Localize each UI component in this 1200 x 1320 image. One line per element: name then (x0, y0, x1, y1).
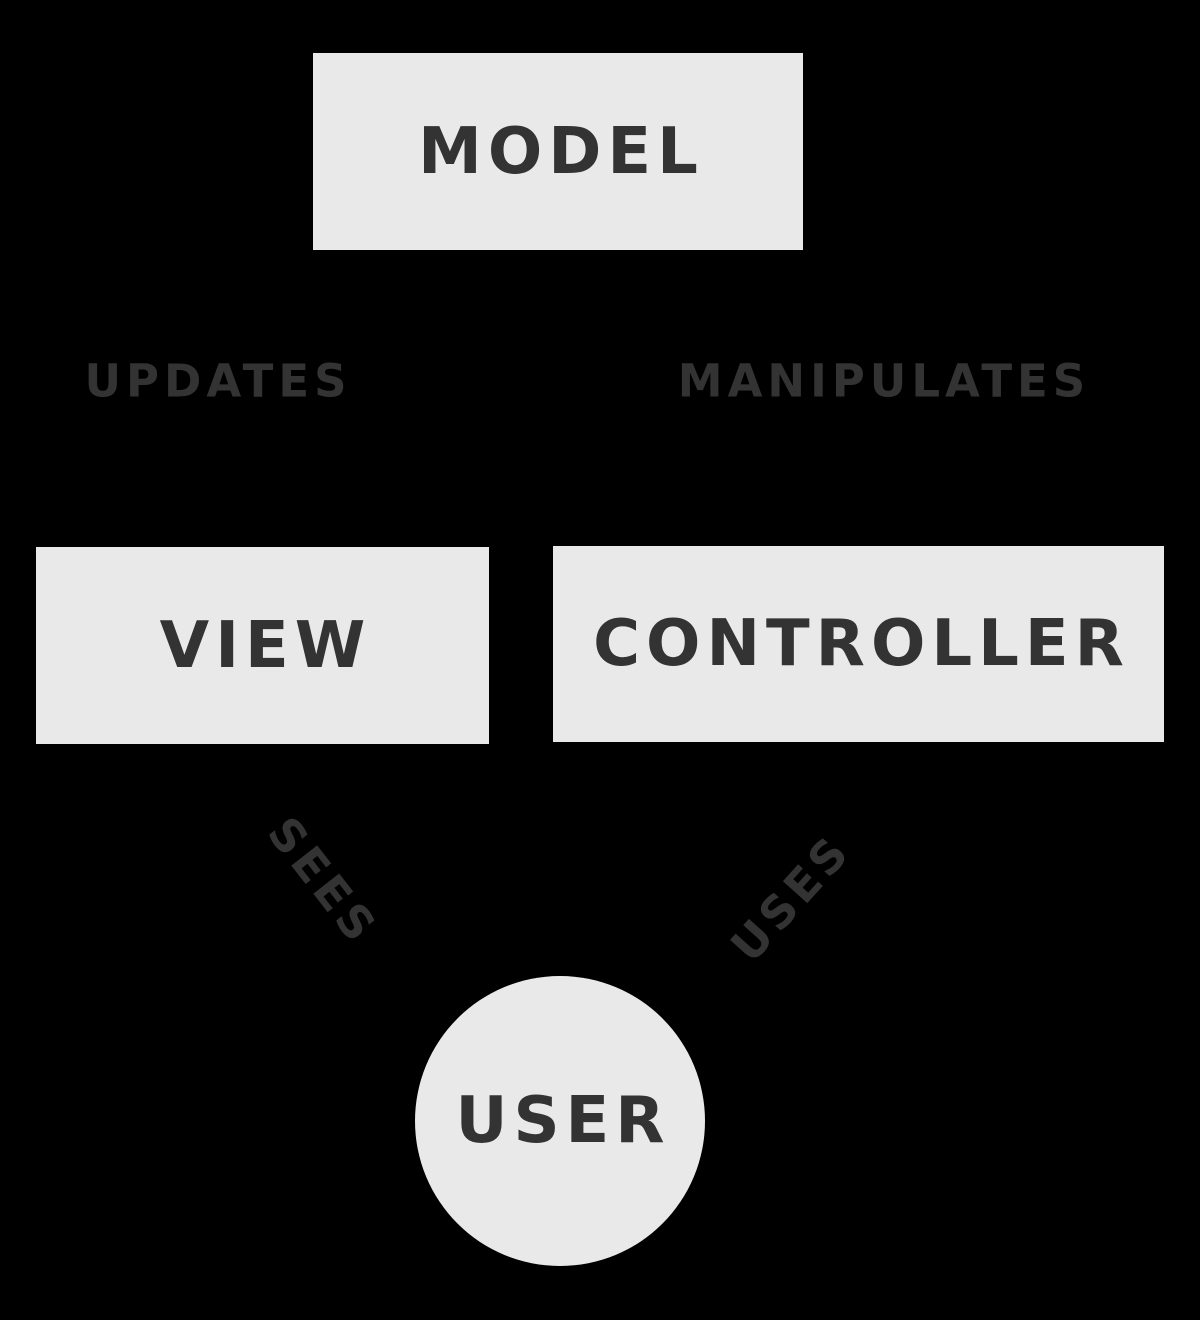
controller-node-label: CONTROLLER (593, 607, 1130, 681)
view-node: VIEW (36, 547, 489, 744)
user-node: USER (415, 976, 705, 1266)
model-node-label: MODEL (418, 114, 704, 189)
uses-edge-label: USES (720, 823, 862, 973)
controller-node: CONTROLLER (553, 546, 1164, 742)
manipulates-edge-label: MANIPULATES (677, 354, 1091, 408)
user-node-label: USER (455, 1084, 671, 1158)
updates-edge-label: UPDATES (84, 354, 352, 408)
sees-edge-label: SEES (257, 807, 389, 955)
view-node-label: VIEW (159, 608, 372, 683)
model-node: MODEL (313, 53, 803, 250)
